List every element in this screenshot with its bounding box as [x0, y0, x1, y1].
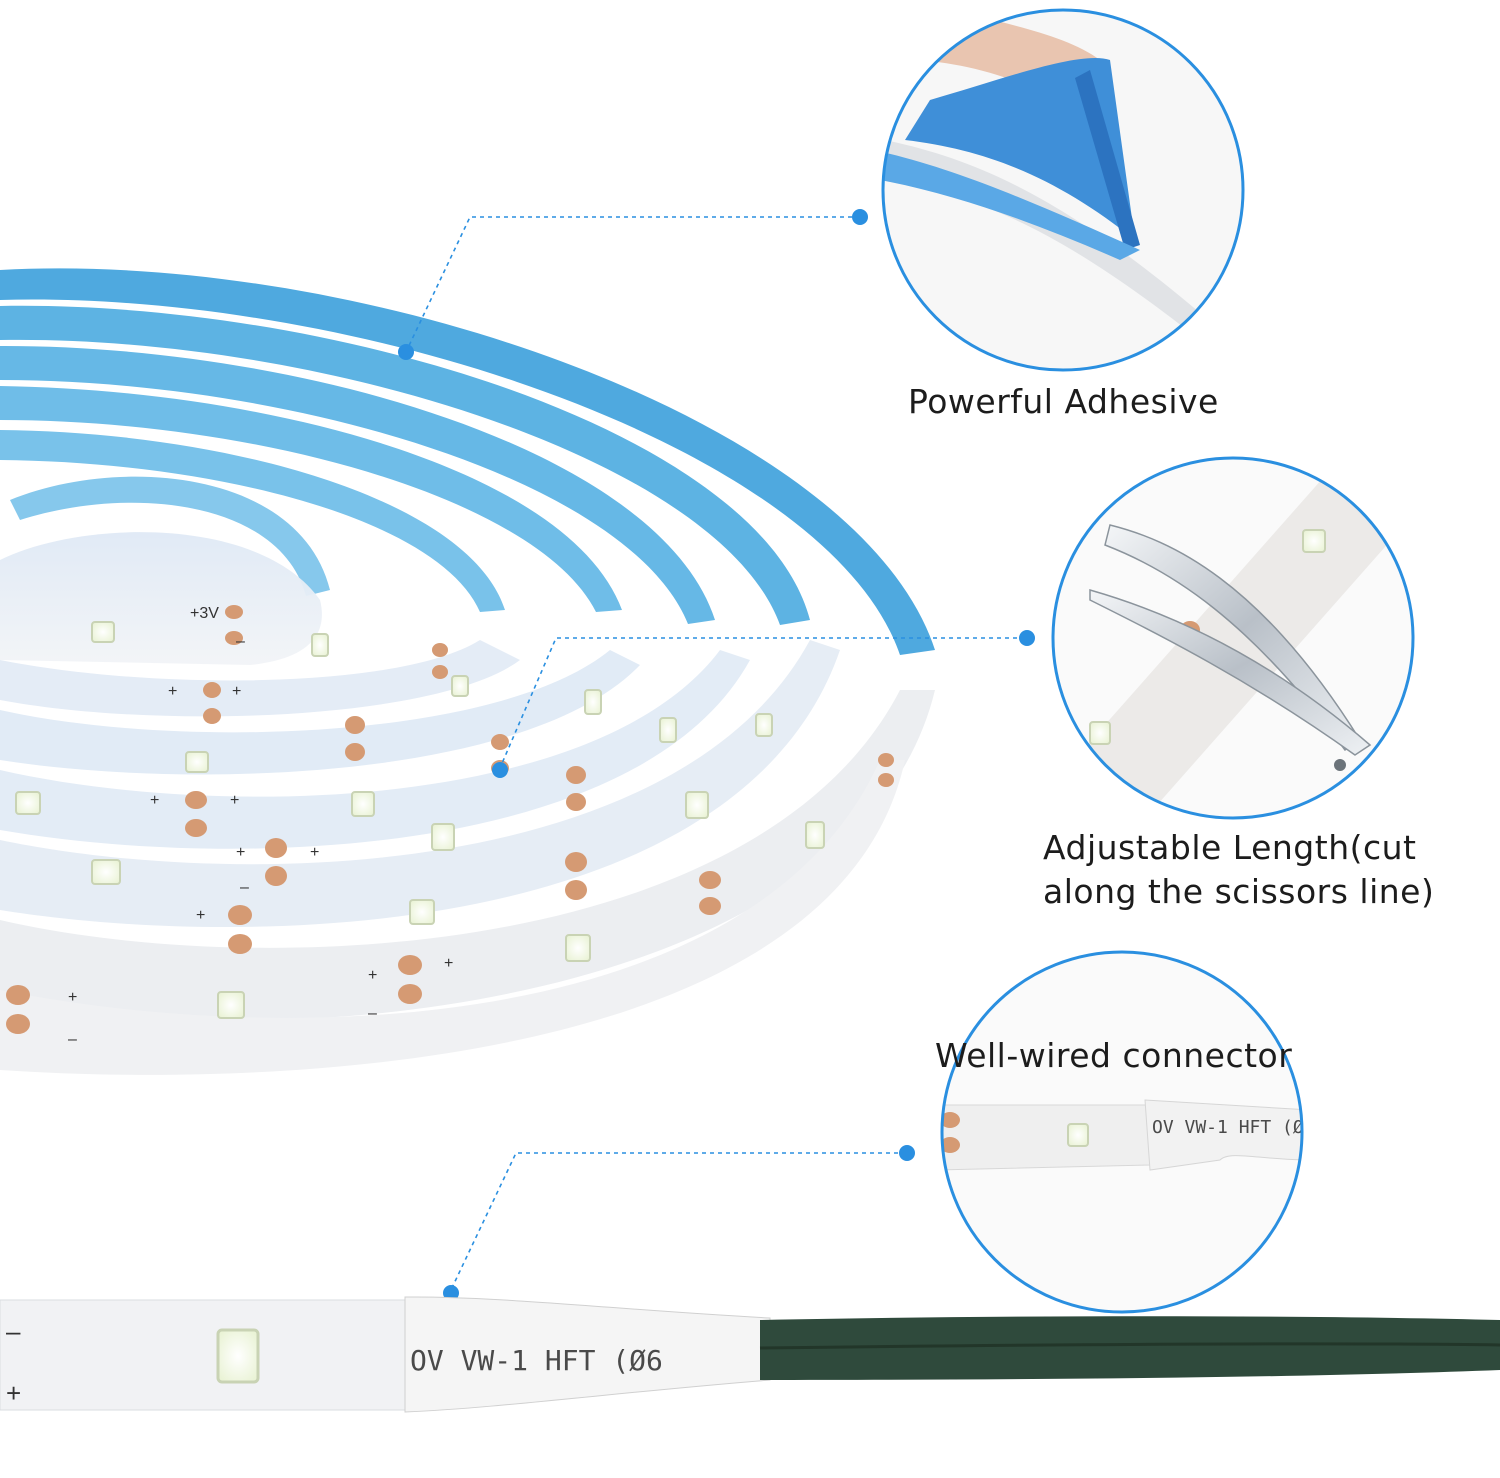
- svg-text:+: +: [6, 1378, 21, 1408]
- copper-pads: [6, 605, 894, 1034]
- svg-text:OV VW-1 HFT (Ø6: OV VW-1 HFT (Ø6: [410, 1344, 663, 1377]
- smd-led: [1302, 529, 1326, 553]
- svg-text:+: +: [230, 792, 239, 809]
- svg-text:+: +: [232, 683, 241, 700]
- led-strip-coil: +3V + + + + + + + + + + – – – –: [0, 268, 935, 1075]
- zoom-connector: OV VW-1 HFT (Ø6: [940, 950, 1315, 1314]
- svg-text:+: +: [368, 967, 377, 984]
- callout-lines: [405, 216, 1025, 1293]
- callout-dot-length: [1019, 630, 1035, 646]
- svg-text:+: +: [236, 844, 245, 861]
- caption-well-wired-connector: Well-wired connector: [935, 1036, 1293, 1075]
- polarity-marks: +3V + + + + + + + + + + – – – –: [68, 605, 453, 1048]
- svg-text:–: –: [68, 1031, 77, 1048]
- svg-text:+: +: [150, 792, 159, 809]
- caption-adjustable-length-line2: along the scissors line): [1043, 872, 1435, 911]
- svg-text:+3V: +3V: [190, 605, 219, 622]
- svg-text:+: +: [196, 907, 205, 924]
- svg-text:+: +: [68, 989, 77, 1006]
- caption-adjustable-length-line1: Adjustable Length(cut: [1043, 828, 1417, 867]
- callout-dot-connector: [899, 1145, 915, 1161]
- svg-text:+: +: [444, 955, 453, 972]
- smd-led: [216, 1328, 260, 1384]
- svg-text:–: –: [240, 879, 249, 896]
- svg-text:+: +: [310, 844, 319, 861]
- svg-text:+: +: [168, 683, 177, 700]
- callout-dot-adhesive: [852, 209, 868, 225]
- svg-text:–: –: [236, 633, 245, 650]
- caption-powerful-adhesive: Powerful Adhesive: [908, 382, 1219, 421]
- caption-adjustable-length: Adjustable Length(cut along the scissors…: [1043, 826, 1483, 914]
- zoom-adhesive: [881, 8, 1245, 372]
- svg-text:–: –: [6, 1316, 21, 1346]
- connector-strip: – + OV VW-1 HFT (Ø6: [0, 1296, 1500, 1413]
- smd-leds: [15, 621, 825, 1019]
- svg-text:OV VW-1 HFT (Ø6: OV VW-1 HFT (Ø6: [1152, 1117, 1315, 1138]
- zoom-scissors: [1051, 456, 1415, 820]
- svg-text:–: –: [368, 1005, 377, 1022]
